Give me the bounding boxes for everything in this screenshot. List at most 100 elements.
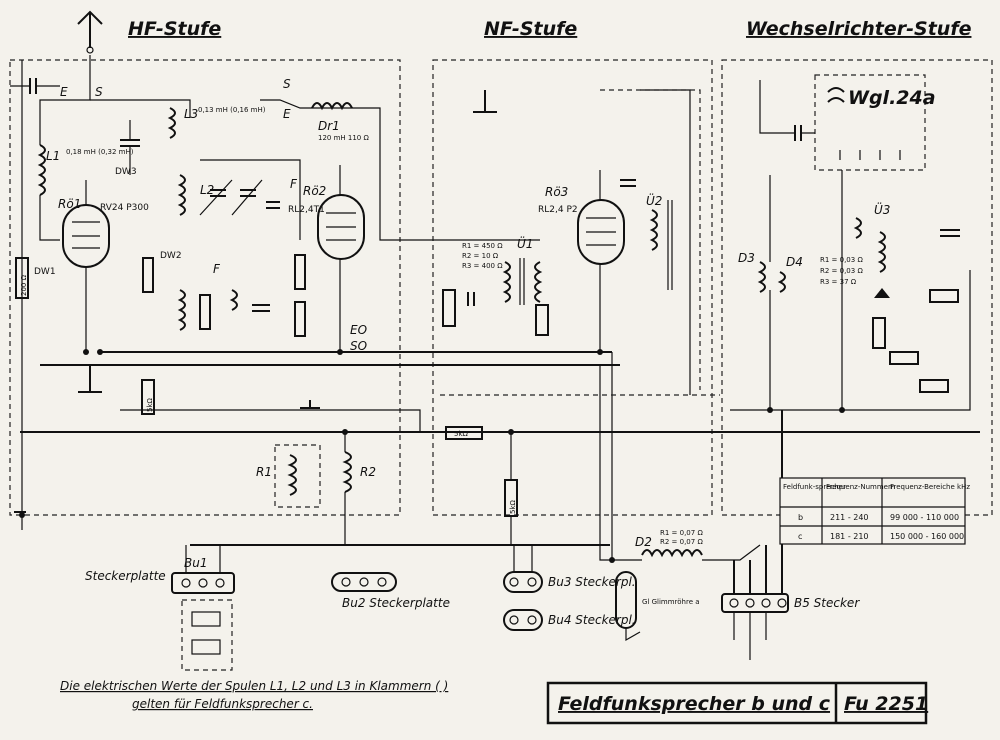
wr-section-title: Wechselrichter-Stufe xyxy=(746,18,972,40)
connector-b5: B5 Stecker xyxy=(721,410,860,660)
svg-text:D4: D4 xyxy=(786,255,803,269)
svg-text:L3: L3 xyxy=(184,107,198,121)
choke-dr1-spec: 120 mH 110 Ω xyxy=(318,134,369,142)
footnote-line-1: Die elektrischen Werte der Spulen L1, L2… xyxy=(60,679,448,693)
svg-text:5kΩ: 5kΩ xyxy=(454,430,469,438)
resistor-w1: 5kΩ xyxy=(141,379,155,415)
wgl-label: Wgl.24a xyxy=(848,87,936,109)
choke-dr1: Dr1 120 mH 110 Ω xyxy=(311,102,369,142)
svg-text:200 Ω: 200 Ω xyxy=(20,274,28,296)
junction-dots xyxy=(19,349,845,563)
transformer-u1: Ü1 xyxy=(502,235,543,305)
wr-stage-box xyxy=(721,59,993,516)
coil-l1-spec: 0,18 mH (0,32 mH) xyxy=(66,148,134,156)
svg-text:R3 = 400 Ω: R3 = 400 Ω xyxy=(462,262,503,270)
table-header-3: Frequenz-Bereiche kHz xyxy=(890,483,970,491)
svg-text:D3: D3 xyxy=(738,251,755,265)
glimmroehre-gl: Gl Glimmröhre a xyxy=(615,571,700,642)
svg-text:L2: L2 xyxy=(200,183,214,197)
coil-l3-spec: 0,13 mH (0,16 mH) xyxy=(198,106,266,114)
coil-l2: L2 xyxy=(177,174,214,216)
ground-symbol xyxy=(14,90,497,513)
resistor-w8: 5kΩ xyxy=(445,426,483,440)
tube-ro1-type: RV24 P300 xyxy=(100,203,149,213)
document-number: Fu 2251 xyxy=(844,693,928,715)
nf-section-title: NF-Stufe xyxy=(484,18,577,40)
hf-lower-resistors xyxy=(142,254,306,337)
d2-r1: R1 = 0,07 Ω xyxy=(660,529,703,537)
svg-text:5kΩ: 5kΩ xyxy=(509,499,517,514)
table-header-2: Frequenz-Nummern xyxy=(826,483,895,491)
svg-text:Ü1: Ü1 xyxy=(517,235,533,251)
wr-components xyxy=(759,80,960,410)
switch-label-eo: EO xyxy=(350,323,367,337)
switch-label-e: E xyxy=(60,85,68,99)
coil-r1: R1 xyxy=(256,444,321,508)
svg-text:Ü2: Ü2 xyxy=(646,192,662,208)
svg-text:B5 Stecker: B5 Stecker xyxy=(794,596,860,610)
svg-text:Ü3: Ü3 xyxy=(874,201,890,217)
dw1-label: DW1 xyxy=(34,267,56,277)
switch-label-f: F xyxy=(290,177,298,191)
coil-l3: L3 0,13 mH (0,16 mH) xyxy=(167,106,266,139)
tube-ro2: Rö2 RL2,4T1 xyxy=(288,165,365,352)
connector-bu1: Bu1 xyxy=(171,545,235,594)
svg-text:R1 = 450 Ω: R1 = 450 Ω xyxy=(462,242,503,250)
choke-d4: D4 xyxy=(777,255,803,293)
switch-label-e2: E xyxy=(283,107,291,121)
tube-ro1-name: Rö1 xyxy=(58,197,81,211)
transformer-u2: Ü2 xyxy=(646,192,673,290)
table-row-b-model: b xyxy=(798,513,803,522)
nf-stage-box xyxy=(432,59,713,516)
svg-text:Dr1: Dr1 xyxy=(318,119,340,133)
switch-label-so: SO xyxy=(350,339,367,353)
svg-text:R2: R2 xyxy=(360,465,376,479)
svg-text:D2: D2 xyxy=(635,535,652,549)
steckerplatte-label: Steckerplatte xyxy=(85,569,166,583)
coil-r2: R2 xyxy=(342,432,376,545)
choke-d3: D3 xyxy=(738,251,766,293)
switch-label-s: S xyxy=(95,85,103,99)
table-row-c-numbers: 181 - 210 xyxy=(830,532,869,541)
table-header-1: Feldfunk-sprecher xyxy=(783,483,846,491)
frequency-table: Feldfunk-sprecher Frequenz-Nummern Frequ… xyxy=(779,477,970,545)
connector-bu4: Bu4 Steckerpl. xyxy=(503,609,636,631)
top-feed-wire xyxy=(39,55,91,145)
wgl-24a-box: Wgl.24a xyxy=(814,74,936,171)
antenna-symbol xyxy=(77,10,103,54)
coil-l1: L1 0,18 mH (0,32 mH) xyxy=(37,144,134,196)
hf-stage-box xyxy=(9,59,401,516)
svg-text:Bu4 Steckerpl.: Bu4 Steckerpl. xyxy=(548,613,636,627)
resistor-w9: 5kΩ xyxy=(509,432,517,545)
svg-text:Bu3 Steckerpl.: Bu3 Steckerpl. xyxy=(548,575,636,589)
table-row-c-model: c xyxy=(798,532,802,541)
tube-ro3-type: RL2,4 P2 xyxy=(538,205,578,215)
capacitor-c5 xyxy=(120,120,140,175)
table-row-b-numbers: 211 - 240 xyxy=(830,513,869,522)
tube-ro2-type: RL2,4T1 xyxy=(288,205,325,215)
dw3-label: DW3 xyxy=(115,167,137,177)
switch-label-s2: S xyxy=(283,77,291,91)
tube-ro3-name: Rö3 xyxy=(545,185,568,199)
steckerplatte-detail xyxy=(181,599,233,671)
svg-text:R1: R1 xyxy=(256,465,272,479)
tube-ro1: Rö1 RV24 P300 xyxy=(58,180,149,352)
document-title: Feldfunksprecher b und c xyxy=(558,693,831,715)
capacitor-c1 xyxy=(10,78,60,94)
footnote-line-2: gelten für Feldfunksprecher c. xyxy=(132,697,313,711)
hf-section-title: HF-Stufe xyxy=(128,18,221,40)
connector-bu2: Bu2 Steckerplatte xyxy=(331,572,450,610)
svg-text:5kΩ: 5kΩ xyxy=(146,397,154,412)
tube-ro3: Rö3 RL2,4 P2 xyxy=(538,170,625,352)
svg-text:Gl Glimmröhre a: Gl Glimmröhre a xyxy=(642,598,700,606)
table-row-c-range: 150 000 - 160 000 xyxy=(890,532,964,541)
svg-text:R2 = 10 Ω: R2 = 10 Ω xyxy=(462,252,499,260)
connector-bu3: Bu3 Steckerpl. xyxy=(503,545,636,593)
choke-d2: D2 R1 = 0,07 Ω R2 = 0,07 Ω xyxy=(620,529,761,561)
svg-text:R3 = 37 Ω: R3 = 37 Ω xyxy=(820,278,857,286)
resistor-200-ohm: 200 Ω xyxy=(15,257,29,299)
title-block: Feldfunksprecher b und c Fu 2251 xyxy=(546,681,928,725)
svg-text:L1: L1 xyxy=(46,149,60,163)
table-row-b-range: 99 000 - 110 000 xyxy=(890,513,959,522)
